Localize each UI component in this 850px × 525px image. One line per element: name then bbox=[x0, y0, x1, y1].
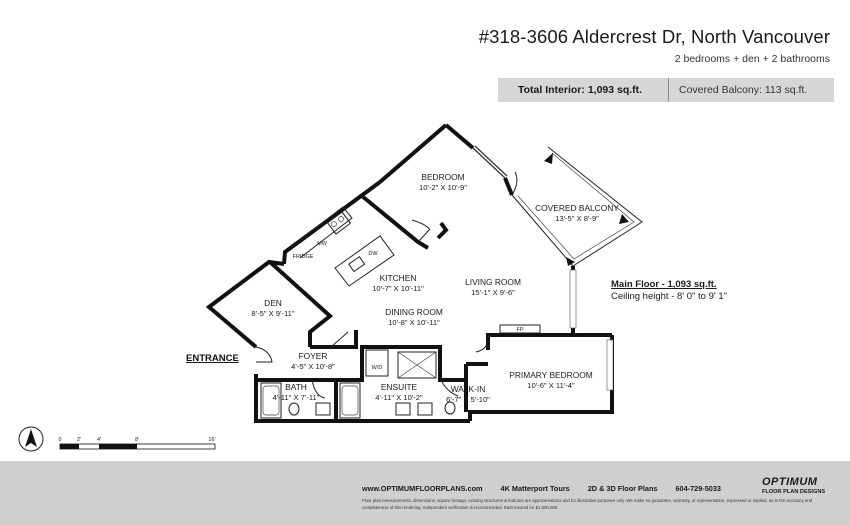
scale-tick-4: 4' bbox=[97, 437, 101, 443]
kitchen-dims: 10'-7" X 10'-11" bbox=[372, 284, 424, 293]
walk-in-name: WALK-IN bbox=[451, 384, 486, 394]
balcony-dims: 13'-5" X 8'-9" bbox=[555, 214, 599, 223]
covered-balcony-value: 113 sq.ft. bbox=[764, 84, 808, 96]
exterior-walls bbox=[205, 123, 614, 423]
bedroom-name: BEDROOM bbox=[421, 172, 464, 182]
living-room-dims: 15'-1" X 9'-6" bbox=[471, 288, 515, 297]
optimum-logo: OPTIMUM bbox=[762, 476, 818, 488]
total-interior: Total Interior: 1,093 sq.ft. bbox=[498, 84, 668, 96]
ceiling-height: Ceiling height - 8' 0" to 9' 1" bbox=[611, 291, 727, 302]
total-interior-value: 1,093 sq.ft. bbox=[587, 84, 643, 96]
scale-tick-8: 8' bbox=[135, 437, 139, 443]
interior-walls bbox=[254, 194, 488, 421]
phone-text: 604-729-5033 bbox=[675, 484, 721, 493]
entrance-label: ENTRANCE bbox=[186, 353, 239, 364]
bedroom-dims: 10'-2" X 10'-9" bbox=[419, 183, 467, 192]
dining-room-dims: 10'-8" X 10'-11" bbox=[388, 318, 440, 327]
dw-label: DW bbox=[368, 251, 378, 257]
fixture-labels: MW FRIDGE DW W/D FP bbox=[293, 241, 524, 371]
disclaimer: Floor plan measurements, dimensions, squ… bbox=[362, 498, 812, 510]
main-floor-area: Main Floor - 1,093 sq.ft. bbox=[611, 279, 717, 290]
scale-tick-16: 16' bbox=[208, 437, 215, 443]
living-room-name: LIVING ROOM bbox=[465, 277, 521, 287]
den-dims: 8'-5" X 9'-11" bbox=[251, 309, 294, 318]
bath-dims: 4'-11" X 7'-11" bbox=[273, 393, 320, 402]
room-labels: BEDROOM 10'-2" X 10'-9" COVERED BALCONY … bbox=[251, 172, 619, 404]
ensuite-dims: 4'-11" X 10'-2" bbox=[375, 393, 423, 402]
tours-text: 4K Matterport Tours bbox=[500, 484, 570, 493]
door-swings bbox=[255, 171, 518, 399]
optimum-logo-sub: FLOOR PLAN DESIGNS bbox=[762, 489, 826, 495]
covered-balcony-outline bbox=[511, 146, 643, 267]
property-address: #318-3606 Aldercrest Dr, North Vancouver bbox=[478, 26, 830, 47]
north-compass-icon bbox=[18, 426, 44, 452]
fridge-label: FRIDGE bbox=[293, 254, 314, 260]
covered-balcony-label: Covered Balcony: bbox=[679, 84, 762, 96]
fp-label: FP bbox=[516, 327, 523, 333]
footer-links: www.OPTIMUMFLOORPLANS.com 4K Matterport … bbox=[362, 484, 739, 493]
wd-label: W/D bbox=[372, 365, 383, 371]
ensuite-name: ENSUITE bbox=[381, 382, 418, 392]
area-summary-bar: Total Interior: 1,093 sq.ft. Covered Bal… bbox=[498, 78, 834, 102]
bath-name: BATH bbox=[285, 382, 307, 392]
plans-text: 2D & 3D Floor Plans bbox=[587, 484, 658, 493]
primary-bedroom-dims: 10'-6" X 11'-4" bbox=[527, 381, 575, 390]
den-name: DEN bbox=[264, 298, 282, 308]
walk-in-dims: 6'-7" X 5'-10" bbox=[446, 395, 490, 404]
covered-balcony-area: Covered Balcony: 113 sq.ft. bbox=[669, 84, 807, 96]
primary-bedroom-name: PRIMARY BEDROOM bbox=[509, 370, 592, 380]
floor-plan-drawing: BEDROOM 10'-2" X 10'-9" COVERED BALCONY … bbox=[18, 123, 643, 452]
foyer-dims: 4'-5" X 10'-8" bbox=[291, 362, 335, 371]
kitchen-counters bbox=[289, 206, 395, 287]
property-summary: 2 bedrooms + den + 2 bathrooms bbox=[674, 53, 830, 65]
scale-tick-0: 0 bbox=[58, 437, 61, 443]
mw-label: MW bbox=[317, 241, 328, 247]
total-interior-label: Total Interior: bbox=[518, 84, 585, 96]
footer: www.OPTIMUMFLOORPLANS.com 4K Matterport … bbox=[0, 461, 850, 525]
website-link[interactable]: www.OPTIMUMFLOORPLANS.com bbox=[362, 484, 483, 493]
balcony-name: COVERED BALCONY bbox=[535, 203, 619, 213]
floor-info: Main Floor - 1,093 sq.ft. Ceiling height… bbox=[611, 279, 727, 303]
scale-tick-2: 2' bbox=[77, 437, 81, 443]
fireplace bbox=[499, 324, 541, 334]
foyer-name: FOYER bbox=[299, 351, 328, 361]
kitchen-name: KITCHEN bbox=[380, 273, 417, 283]
area-divider bbox=[668, 78, 669, 102]
bath-fixtures bbox=[260, 349, 456, 419]
scale-bar: 0 2' 4' 8' 16' bbox=[58, 437, 216, 450]
dining-room-name: DINING ROOM bbox=[385, 307, 443, 317]
